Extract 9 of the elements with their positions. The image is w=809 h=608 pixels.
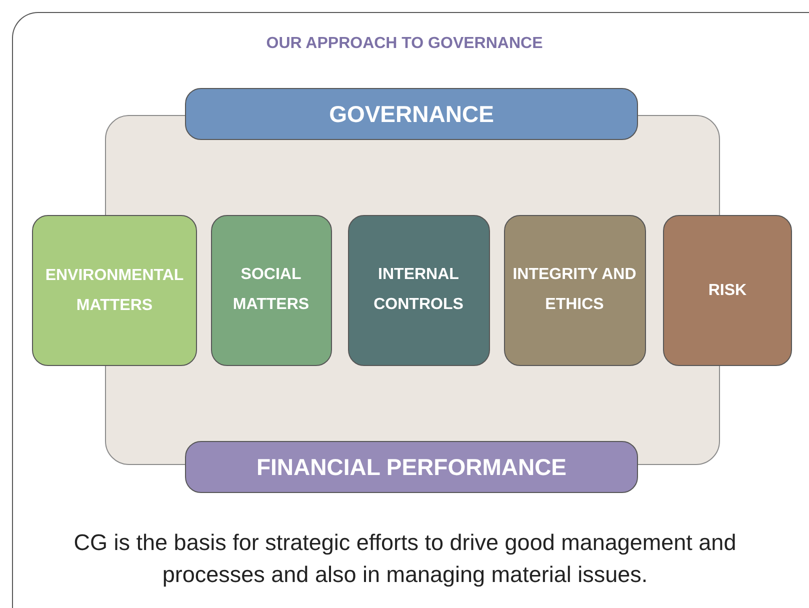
caption: CG is the basis for strategic efforts to drive good management and processes and also in managing material issues. (74, 530, 736, 587)
category-box: ENVIRONMENTAL MATTERS (32, 215, 197, 366)
header-bar: GOVERNANCE (185, 88, 638, 140)
category-box: INTERNAL CONTROLS (348, 214, 490, 366)
title: OUR APPROACH TO GOVERNANCE (266, 35, 543, 53)
footer-bar: FINANCIAL PERFORMANCE (185, 441, 638, 493)
category-box: SOCIAL MATTERS (210, 214, 332, 366)
category-box: INTEGRITY AND ETHICS (504, 214, 646, 366)
category-box: RISK (663, 215, 792, 366)
